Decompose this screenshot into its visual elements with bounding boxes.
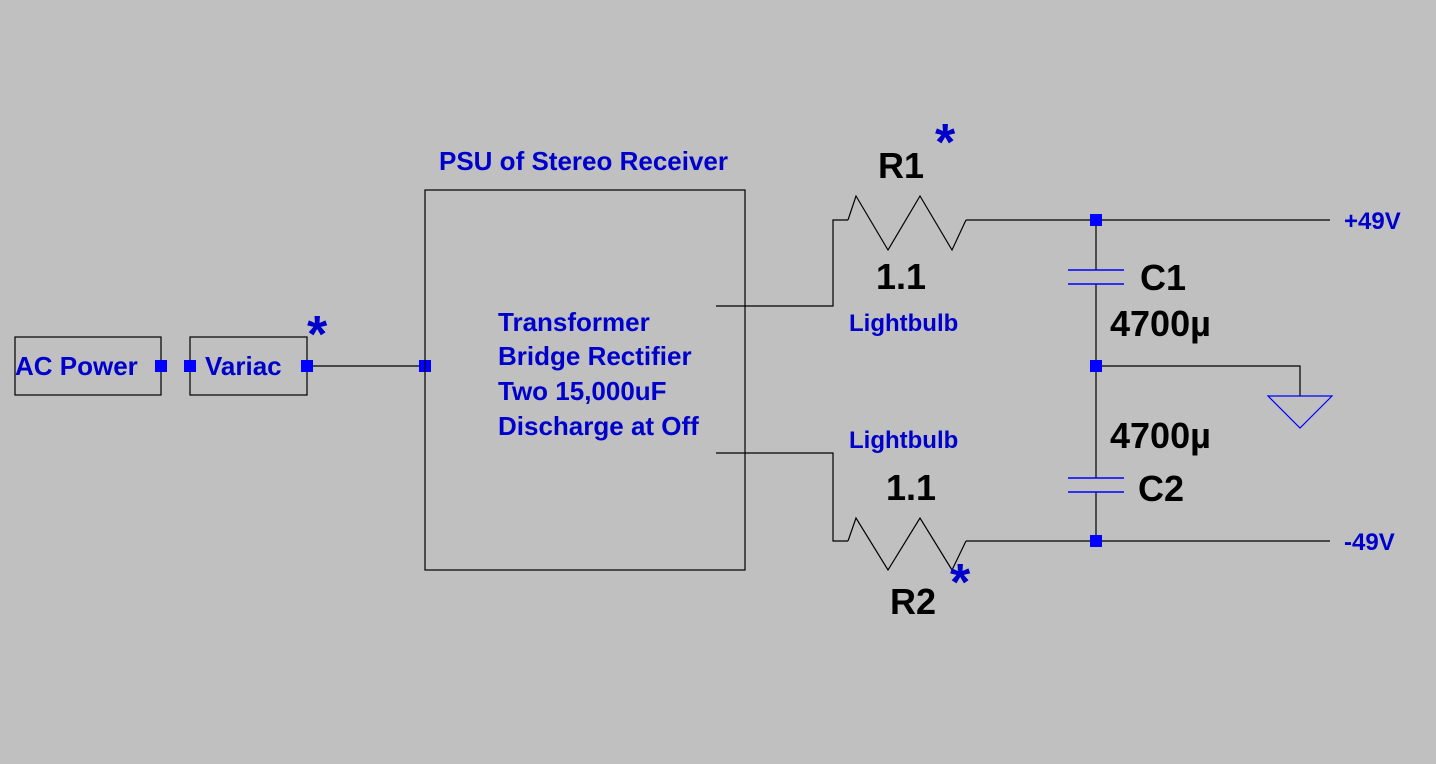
psu-title: PSU of Stereo Receiver: [439, 146, 728, 176]
psu-line-4: Discharge at Off: [498, 411, 699, 441]
wire-psu-neg-out[interactable]: [716, 452, 848, 542]
net-label-pos: +49V: [1344, 208, 1401, 235]
r2-ref: R2: [890, 581, 936, 622]
node-ground[interactable]: [1090, 360, 1102, 372]
star-marker-r1: *: [935, 114, 956, 172]
wire-ground[interactable]: [1096, 365, 1301, 396]
ac-power-label: AC Power: [15, 351, 138, 381]
c1-value: 4700µ: [1110, 303, 1211, 344]
star-marker-r2: *: [950, 554, 971, 612]
ground-icon[interactable]: [1266, 395, 1334, 429]
r2-value: 1.1: [886, 467, 936, 508]
r1-desc: Lightbulb: [849, 310, 958, 337]
star-marker-variac: *: [307, 306, 328, 364]
node-pos-rail[interactable]: [1090, 214, 1102, 226]
wire-psu-pos-out[interactable]: [716, 219, 848, 307]
node-variac-in[interactable]: [184, 360, 196, 372]
net-label-neg: -49V: [1344, 529, 1395, 556]
psu-line-1: Transformer: [498, 307, 650, 337]
c2-ref: C2: [1138, 468, 1184, 509]
psu-line-2: Bridge Rectifier: [498, 341, 692, 371]
psu-block[interactable]: [424, 189, 746, 571]
c1-ref: C1: [1140, 257, 1186, 298]
r1-value: 1.1: [876, 256, 926, 297]
c2-value: 4700µ: [1110, 415, 1211, 456]
psu-line-3: Two 15,000uF: [498, 376, 667, 406]
resistor-r2[interactable]: [847, 516, 967, 572]
r1-ref: R1: [878, 145, 924, 186]
variac-label: Variac: [205, 351, 282, 381]
node-ac-power-out[interactable]: [155, 360, 167, 372]
node-neg-rail[interactable]: [1090, 535, 1102, 547]
node-variac-out[interactable]: [301, 360, 313, 372]
resistor-r1[interactable]: [847, 194, 967, 252]
r2-desc: Lightbulb: [849, 427, 958, 454]
